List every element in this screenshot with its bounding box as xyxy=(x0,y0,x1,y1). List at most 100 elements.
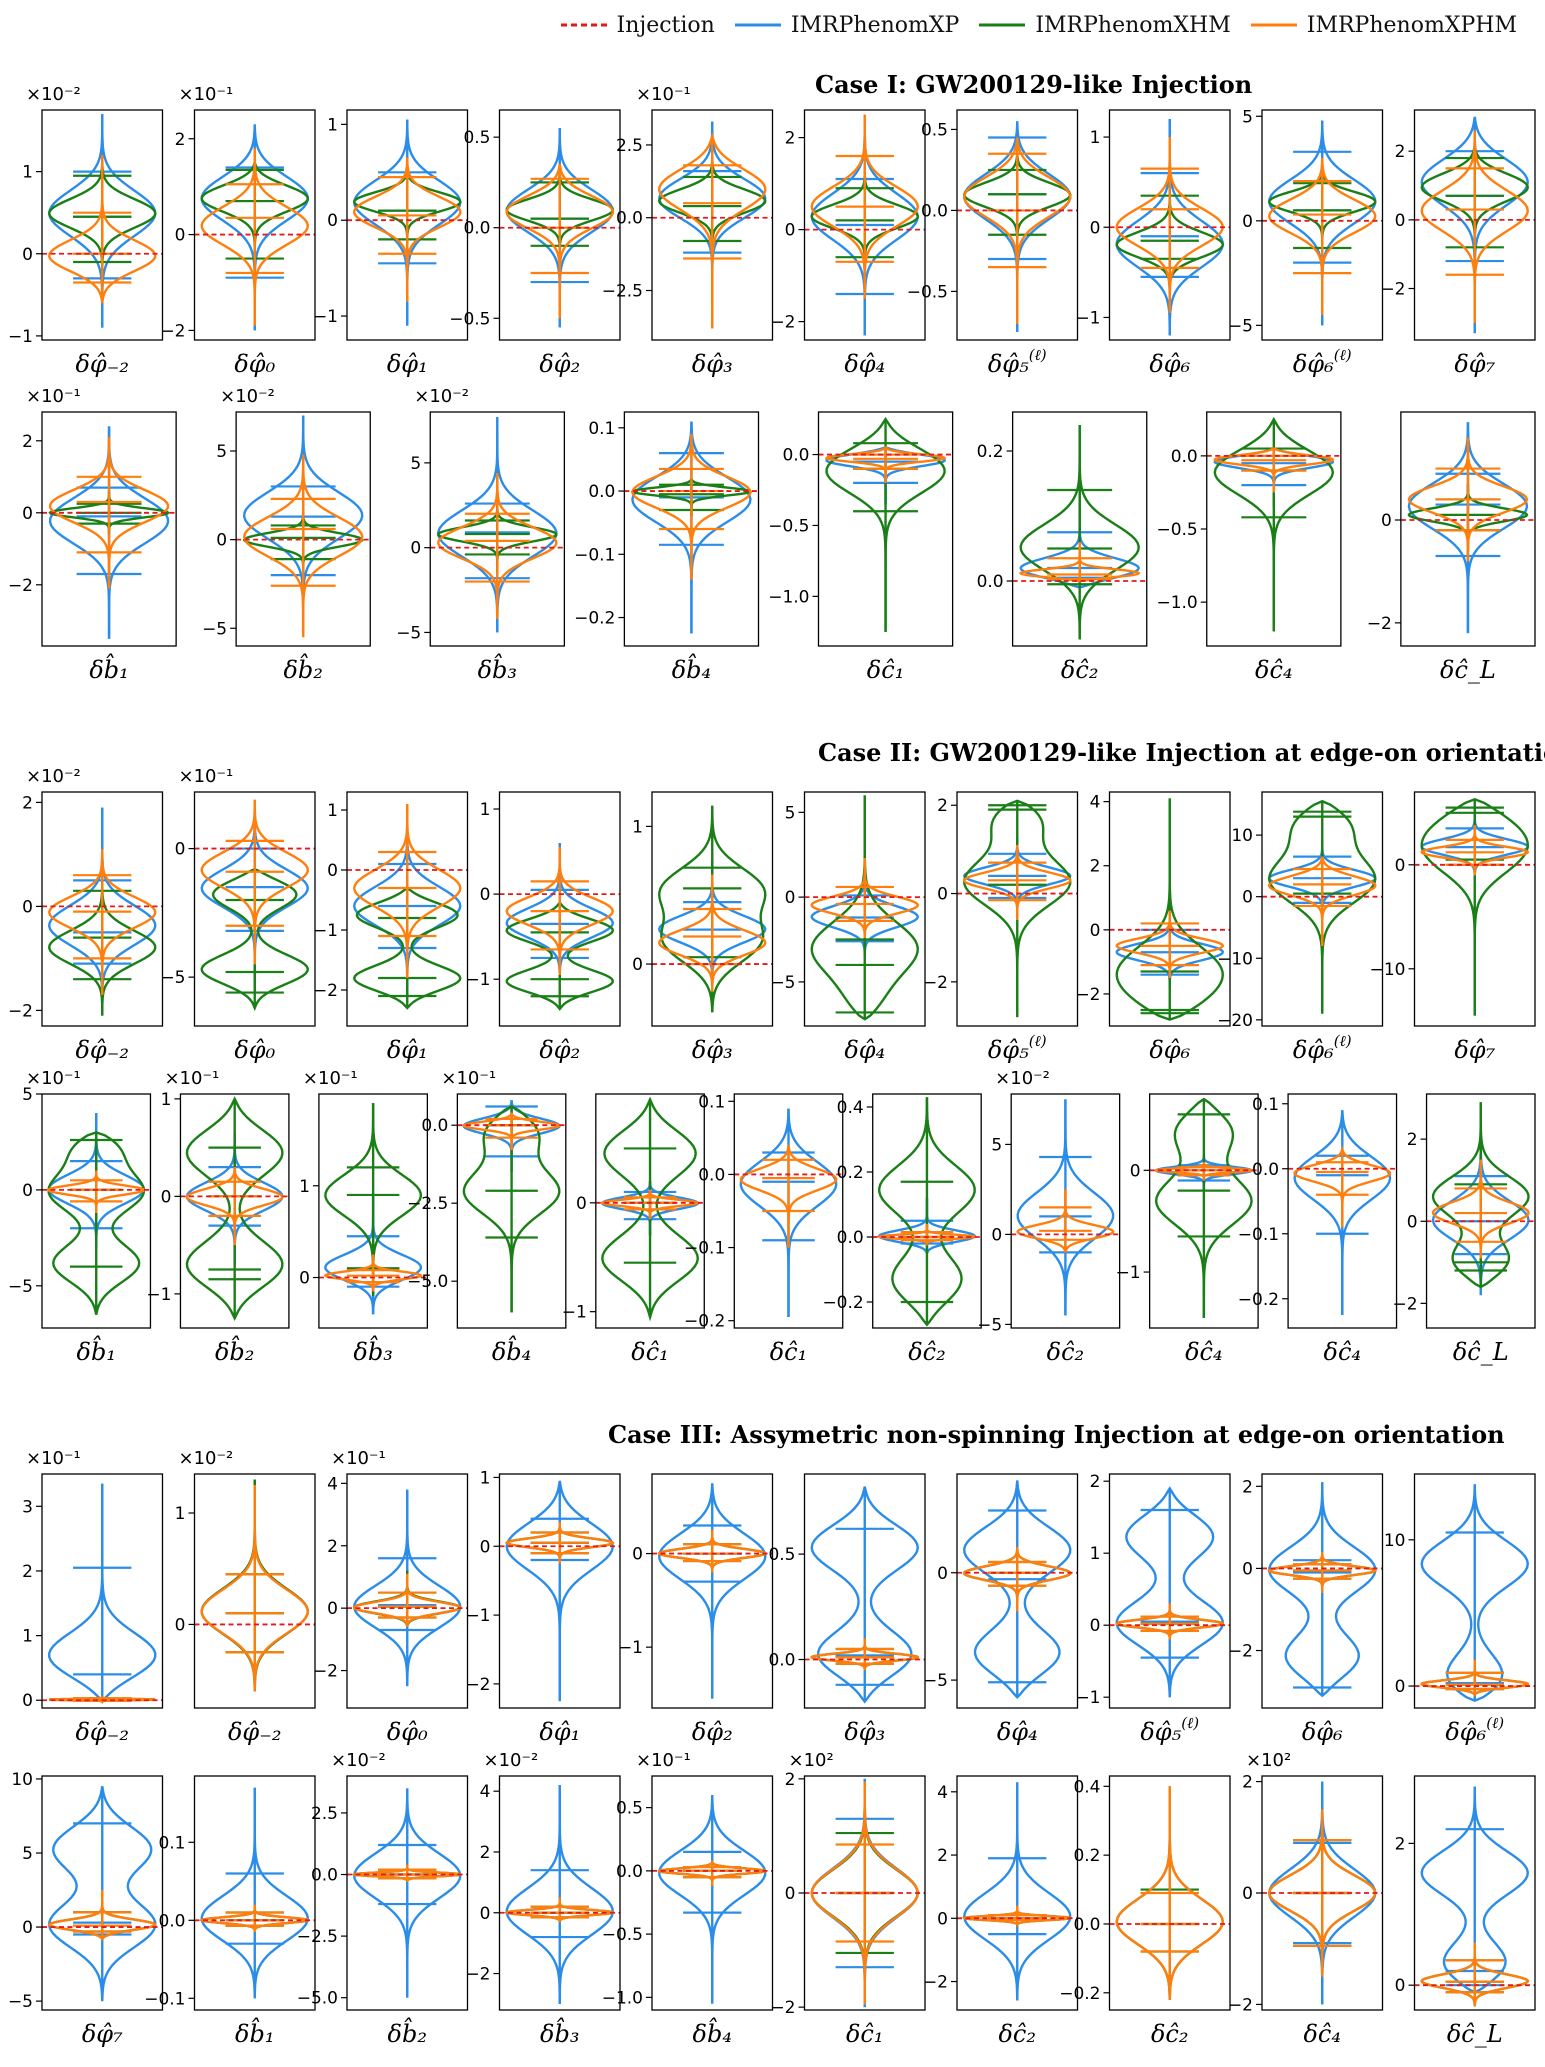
y-tick-label: −1.0 xyxy=(602,1988,643,2008)
panel-frame xyxy=(1108,1775,1231,2011)
y-tick-label: 2 xyxy=(1090,1472,1101,1492)
panel-frame xyxy=(456,1093,567,1329)
violin-outline xyxy=(1016,1189,1115,1253)
param-label: δb̂₃ xyxy=(540,2017,579,2048)
y-tick-label: −2.5 xyxy=(297,1927,338,1947)
violin-outline xyxy=(48,859,157,1016)
y-tick-label: −0.1 xyxy=(574,545,615,565)
param-label: δφ̂₋₂ xyxy=(75,1036,129,1064)
y-tick-label: 0.0 xyxy=(977,572,1004,592)
panel-frame xyxy=(1010,1093,1121,1329)
y-tick-label: 0 xyxy=(1090,1616,1101,1636)
y-tick-label: −1 xyxy=(465,1606,490,1626)
violin-outline xyxy=(810,1781,919,2005)
param-label: δφ̂₀ xyxy=(234,1036,275,1064)
violin-outline xyxy=(1407,437,1529,562)
axis-multiplier: ×10⁻² xyxy=(26,766,81,787)
violin-outline xyxy=(877,1224,977,1247)
param-label: δφ̂₃ xyxy=(692,350,733,378)
y-tick-label: 0 xyxy=(480,1537,491,1557)
panel-frame xyxy=(498,1473,621,1709)
param-label: δφ̂₂ xyxy=(539,1036,580,1064)
y-tick-label: 0.4 xyxy=(1073,1777,1100,1797)
violin-outline xyxy=(810,119,919,336)
violin-panel: −202×10⁻¹δφ̂₀ xyxy=(160,84,316,378)
y-tick-label: −1.0 xyxy=(1156,593,1197,613)
panel-frame xyxy=(956,791,1079,1027)
y-tick-label: 0 xyxy=(1242,888,1253,908)
violin-outline xyxy=(48,491,170,535)
param-label: δφ̂₋₂ xyxy=(75,1718,129,1746)
violin-outline xyxy=(810,795,919,1021)
y-tick-label: 10 xyxy=(11,1770,33,1790)
y-tick-label: 0.1 xyxy=(1252,1095,1279,1115)
axis-multiplier: ×10⁻¹ xyxy=(179,766,234,787)
y-tick-label: 0 xyxy=(1242,1559,1253,1579)
y-tick-label: −2 xyxy=(465,1965,490,1985)
param-label: δφ̂₇ xyxy=(82,2020,123,2048)
y-tick-label: −1 xyxy=(8,327,33,347)
y-tick-label: −2 xyxy=(1380,280,1405,300)
y-tick-label: −10 xyxy=(1370,960,1406,980)
violin-outline xyxy=(48,807,157,995)
violin-panel: −5.0−2.50.02.5×10⁻²δb̂₂ xyxy=(297,1750,469,2048)
violin-panel: −202×10⁻²δφ̂₋₂ xyxy=(8,766,164,1064)
violin-outline xyxy=(1019,425,1140,640)
violin-panel: −202×10⁻¹δb̂₁ xyxy=(8,386,177,684)
y-tick-label: −2 xyxy=(313,1662,338,1682)
panel-frame xyxy=(41,1093,152,1329)
violin-panel: −505×10⁻¹δb̂₁ xyxy=(8,1068,152,1366)
violin-outline xyxy=(47,1131,146,1315)
panel-frame xyxy=(1148,1093,1259,1329)
violin-outline xyxy=(199,1904,310,1933)
y-tick-label: 0.0 xyxy=(837,1228,864,1248)
violin-outline xyxy=(1115,177,1225,295)
param-label: δĉ₂ xyxy=(908,1338,946,1366)
y-tick-label: 5 xyxy=(785,803,796,823)
y-tick-label: 0.0 xyxy=(616,209,643,229)
param-label: δφ̂₂ xyxy=(692,1718,733,1746)
y-tick-label: 2 xyxy=(1242,1477,1253,1497)
y-tick-label: −2 xyxy=(923,973,948,993)
violin-outline xyxy=(1018,542,1141,583)
y-tick-label: −2 xyxy=(770,1998,795,2018)
violin-outline xyxy=(963,1782,1072,2001)
violin-outline xyxy=(1431,1114,1530,1296)
y-tick-label: 0 xyxy=(327,861,338,881)
param-label: δb̂₁ xyxy=(77,1335,116,1366)
y-tick-label: −20 xyxy=(1217,1011,1253,1031)
param-label: δĉ_L xyxy=(1447,2020,1503,2048)
y-tick-label: 0 xyxy=(991,1225,1002,1245)
y-tick-label: 4 xyxy=(327,1474,338,1494)
y-tick-label: 1 xyxy=(480,800,491,820)
y-tick-label: 0.2 xyxy=(977,442,1004,462)
y-tick-label: 0 xyxy=(1090,921,1101,941)
violin-panel: −0.50.00.5δφ̂₅(ℓ) xyxy=(907,109,1079,378)
y-tick-label: 2 xyxy=(1395,1834,1406,1854)
param-superscript: (ℓ) xyxy=(1181,1714,1199,1732)
y-tick-label: −2 xyxy=(160,321,185,341)
violin-outline xyxy=(1420,825,1530,876)
legend-swatch xyxy=(734,23,781,27)
param-label: δb̂₂ xyxy=(215,1335,254,1366)
y-tick-label: 0.0 xyxy=(1252,1160,1279,1180)
param-superscript: (ℓ) xyxy=(1029,346,1047,364)
y-tick-label: 0.2 xyxy=(1073,1846,1100,1866)
violin-panel: 01×10⁻¹δb̂₃ xyxy=(299,1068,429,1366)
violin-outline xyxy=(1115,119,1224,336)
param-label: δb̂₂ xyxy=(283,653,322,684)
y-tick-label: 2 xyxy=(1090,857,1101,877)
y-tick-label: 0 xyxy=(299,1269,310,1289)
panel-frame xyxy=(1108,1473,1231,1709)
param-label: δĉ₁ xyxy=(770,1338,808,1366)
axis-multiplier: ×10⁻¹ xyxy=(441,1068,496,1089)
param-label: δb̂₁ xyxy=(235,2017,274,2048)
legend-swatch xyxy=(560,23,607,27)
y-tick-label: −5 xyxy=(1228,316,1253,336)
y-tick-label: −0.5 xyxy=(768,516,809,536)
y-tick-label: 0 xyxy=(937,885,948,905)
y-tick-label: 0 xyxy=(161,1187,172,1207)
y-tick-label: 2 xyxy=(175,130,186,150)
